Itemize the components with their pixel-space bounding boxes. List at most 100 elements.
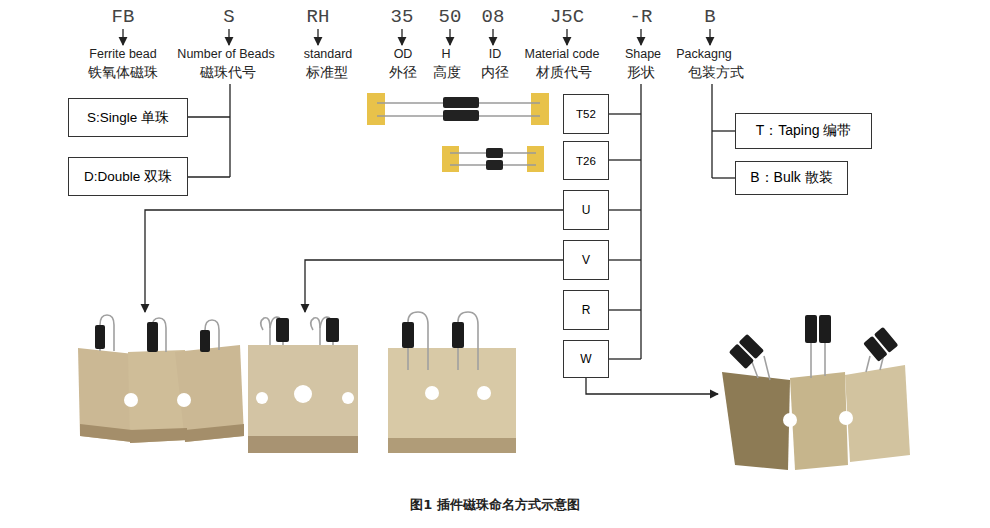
card-edge	[388, 438, 516, 453]
bracket-line	[609, 209, 641, 210]
option-box: T：Taping 编带	[735, 113, 872, 149]
bracket-line	[640, 84, 641, 359]
lead-wire	[824, 341, 826, 376]
down-arrow	[122, 29, 123, 45]
bracket-line	[712, 177, 735, 178]
option-text: W	[580, 352, 591, 366]
code-segment: J5C	[487, 6, 647, 28]
leader-arrow	[145, 210, 563, 312]
bracket-line	[609, 159, 641, 160]
bracket-line	[229, 84, 230, 177]
field-name-en: standard	[248, 47, 408, 61]
lead-wire	[282, 342, 284, 345]
option-box: B：Bulk 散装	[735, 161, 848, 195]
lead-wire	[810, 341, 812, 378]
bead-body	[443, 97, 479, 108]
bead-body	[402, 322, 414, 348]
card	[845, 365, 910, 462]
figure-caption: 图1 插件磁珠命名方式示意图	[295, 496, 695, 514]
bead-body	[147, 322, 158, 352]
field-name-zh: 磁珠代号	[148, 64, 308, 82]
bead-body	[486, 160, 503, 170]
bracket-line	[712, 130, 735, 131]
leader-arrow	[305, 260, 563, 312]
t26-photo	[442, 146, 544, 172]
tape-strip	[531, 93, 549, 125]
code-segment: FB	[43, 6, 203, 28]
field-name-zh: 铁氧体磁珠	[43, 64, 203, 82]
option-box: T26	[563, 141, 609, 180]
bead-body	[819, 315, 831, 343]
t52-photo	[367, 93, 549, 125]
card-hole	[256, 392, 268, 404]
lead-wire	[866, 356, 870, 372]
option-text: T52	[576, 108, 596, 120]
down-arrow	[640, 29, 641, 45]
down-arrow	[709, 29, 710, 45]
card-hole	[783, 413, 797, 427]
field-name-zh: 标准型	[247, 64, 407, 82]
u-shape-photo	[78, 315, 244, 443]
card-hole	[342, 392, 354, 404]
bead-body	[452, 322, 464, 348]
option-text: B：Bulk 散装	[750, 169, 832, 187]
bead-body	[200, 330, 210, 352]
bead-body	[95, 325, 105, 349]
option-box: U	[563, 190, 609, 230]
field-name-en: Number of Beads	[146, 47, 306, 61]
option-text: V	[582, 253, 590, 267]
bead-body	[739, 334, 764, 359]
lead-wire	[407, 348, 409, 370]
code-segment: 08	[413, 6, 573, 28]
option-box: V	[563, 240, 609, 280]
card-edge	[248, 436, 358, 453]
bead-body	[486, 148, 503, 158]
option-text: U	[582, 203, 591, 217]
down-arrow	[317, 29, 318, 45]
field-name-zh: 包装方式	[636, 64, 796, 82]
bead-body	[805, 315, 817, 343]
tape-strip	[367, 93, 385, 125]
bracket-line	[609, 358, 641, 359]
lead-wire	[261, 318, 270, 345]
down-arrow	[401, 29, 402, 45]
card-hole	[477, 386, 491, 400]
field-name-en: H	[366, 47, 526, 61]
w-shape-photo	[722, 315, 910, 470]
card-edge	[130, 428, 187, 443]
field-name-en: Packagng	[624, 47, 784, 61]
card	[722, 372, 790, 470]
r-shape-photo	[388, 312, 516, 453]
option-text: T：Taping 编带	[756, 122, 852, 140]
code-segment: 50	[370, 6, 530, 28]
card	[175, 345, 244, 442]
lead-wire	[457, 348, 459, 370]
bracket-line	[188, 176, 230, 177]
bead-pair	[729, 334, 764, 369]
card	[248, 345, 358, 453]
lead-wire	[764, 356, 770, 380]
card-edge	[80, 424, 132, 442]
lead-wire	[311, 318, 320, 345]
bracket-line	[188, 116, 230, 117]
down-arrow	[228, 29, 229, 45]
code-arrows	[123, 29, 710, 45]
option-text: D:Double 双珠	[84, 168, 172, 186]
bead-body	[326, 318, 339, 342]
option-text: T26	[576, 155, 596, 167]
option-box: T52	[563, 94, 609, 134]
lead-wire	[332, 342, 334, 345]
option-box: D:Double 双珠	[68, 157, 188, 196]
lead-wire	[752, 362, 758, 378]
bead-body	[874, 327, 899, 353]
card-edge	[185, 424, 244, 442]
code-segment: B	[630, 6, 790, 28]
option-text: S:Single 单珠	[87, 109, 169, 127]
tape-strip	[442, 146, 459, 172]
card-hole	[425, 386, 439, 400]
bracket-line	[609, 309, 641, 310]
code-segment: RH	[238, 6, 398, 28]
option-box: R	[563, 290, 609, 330]
field-name-zh: 材质代号	[484, 64, 644, 82]
